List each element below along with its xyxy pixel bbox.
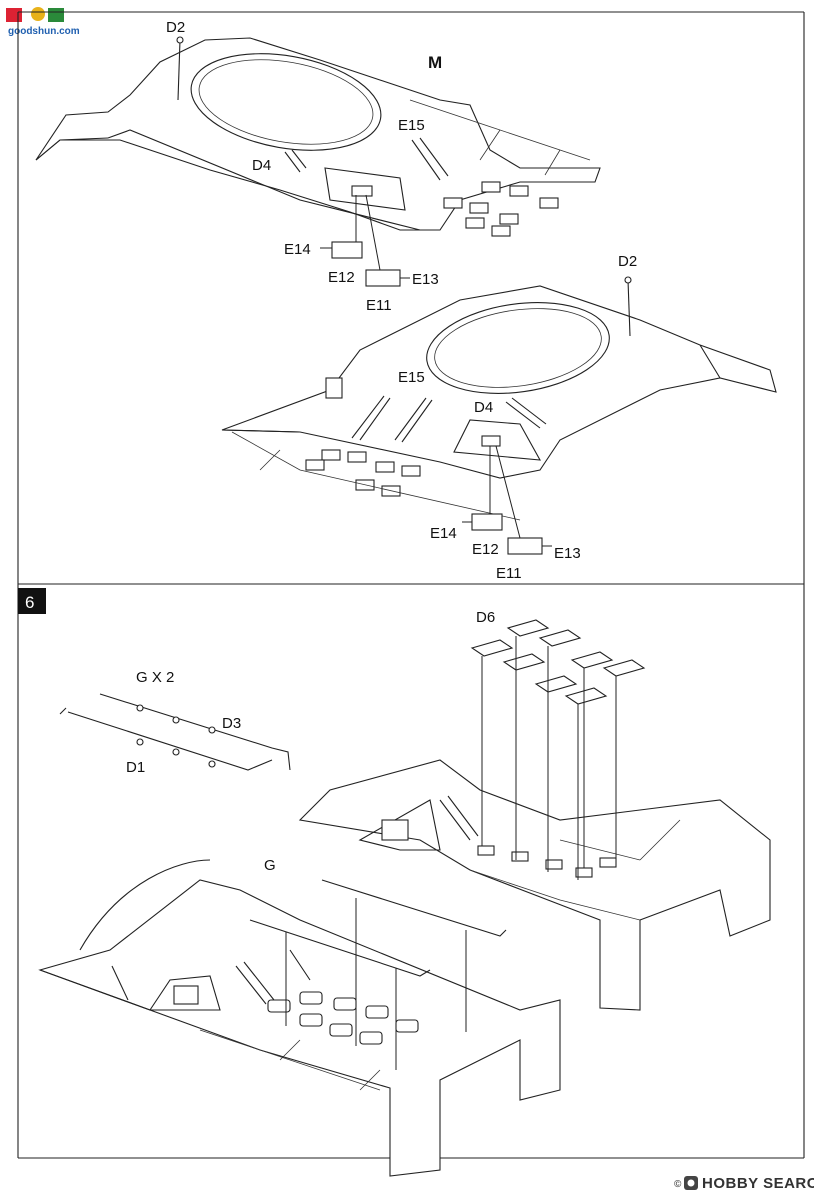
label-e13-b: E13 [554,545,581,562]
hobbysearch-logo-icon [684,1176,698,1190]
label-e15-b: E15 [398,369,425,386]
label-e11-b: E11 [496,565,522,582]
handrail-part-g [59,693,291,771]
label-d2-b: D2 [618,253,637,270]
label-d2: D2 [166,19,185,36]
footer-brand: HOBBY SEARCH [702,1175,814,1192]
label-d4: D4 [252,157,271,174]
label-g: G [264,857,276,874]
copyright-mark: © [674,1179,682,1190]
label-e12-b: E12 [472,541,499,558]
step-number: 6 [25,593,34,612]
hull-rear-view-1 [298,759,771,1011]
hull-label-m: M [428,53,442,72]
label-d1: D1 [126,759,145,776]
label-e14-b: E14 [430,525,457,542]
step-number-box [18,588,46,614]
label-gx2: G X 2 [136,669,174,686]
handrail-installed [249,879,507,1070]
hull-top-view-1 [35,36,601,287]
hull-top-view-2 [221,276,777,555]
label-e12: E12 [328,269,355,286]
label-e14: E14 [284,241,311,258]
hull-rear-view-2 [38,859,561,1177]
cover-parts-d6 [470,619,646,880]
label-e13: E13 [412,271,439,288]
watermark-domain: goodshun.com [8,26,80,37]
label-e15: E15 [398,117,425,134]
label-e11: E11 [366,297,392,314]
label-d4-b: D4 [474,399,493,416]
label-d3: D3 [222,715,241,732]
label-d6: D6 [476,609,495,626]
site-logo-icon [6,7,64,22]
